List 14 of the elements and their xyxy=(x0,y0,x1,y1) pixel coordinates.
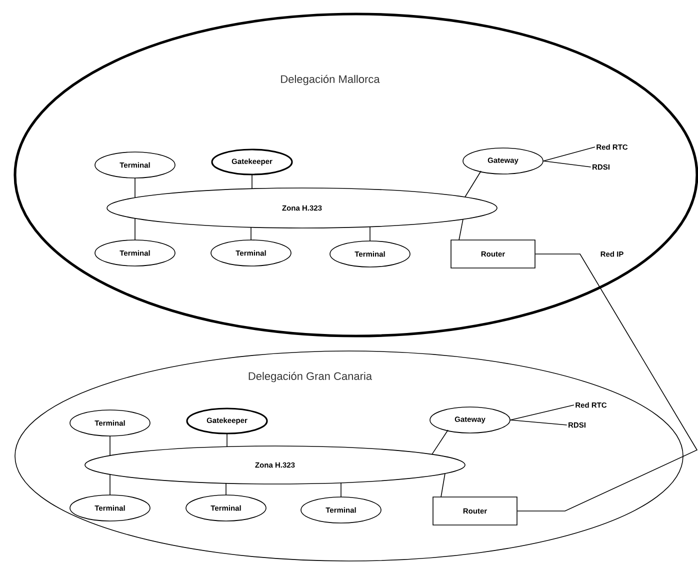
connector-line xyxy=(510,404,574,420)
connector-line xyxy=(250,226,252,240)
connector-line xyxy=(340,482,342,498)
connector-line xyxy=(543,146,596,162)
connector-line xyxy=(458,218,464,240)
connector-line xyxy=(517,254,698,512)
connector-line xyxy=(464,170,482,198)
connector-line xyxy=(226,433,228,447)
connector-line xyxy=(134,218,136,240)
connector-line xyxy=(134,178,136,198)
connector-line xyxy=(432,430,448,455)
connector-line xyxy=(543,160,592,168)
connector-line xyxy=(440,473,446,498)
connector-line xyxy=(510,420,568,426)
